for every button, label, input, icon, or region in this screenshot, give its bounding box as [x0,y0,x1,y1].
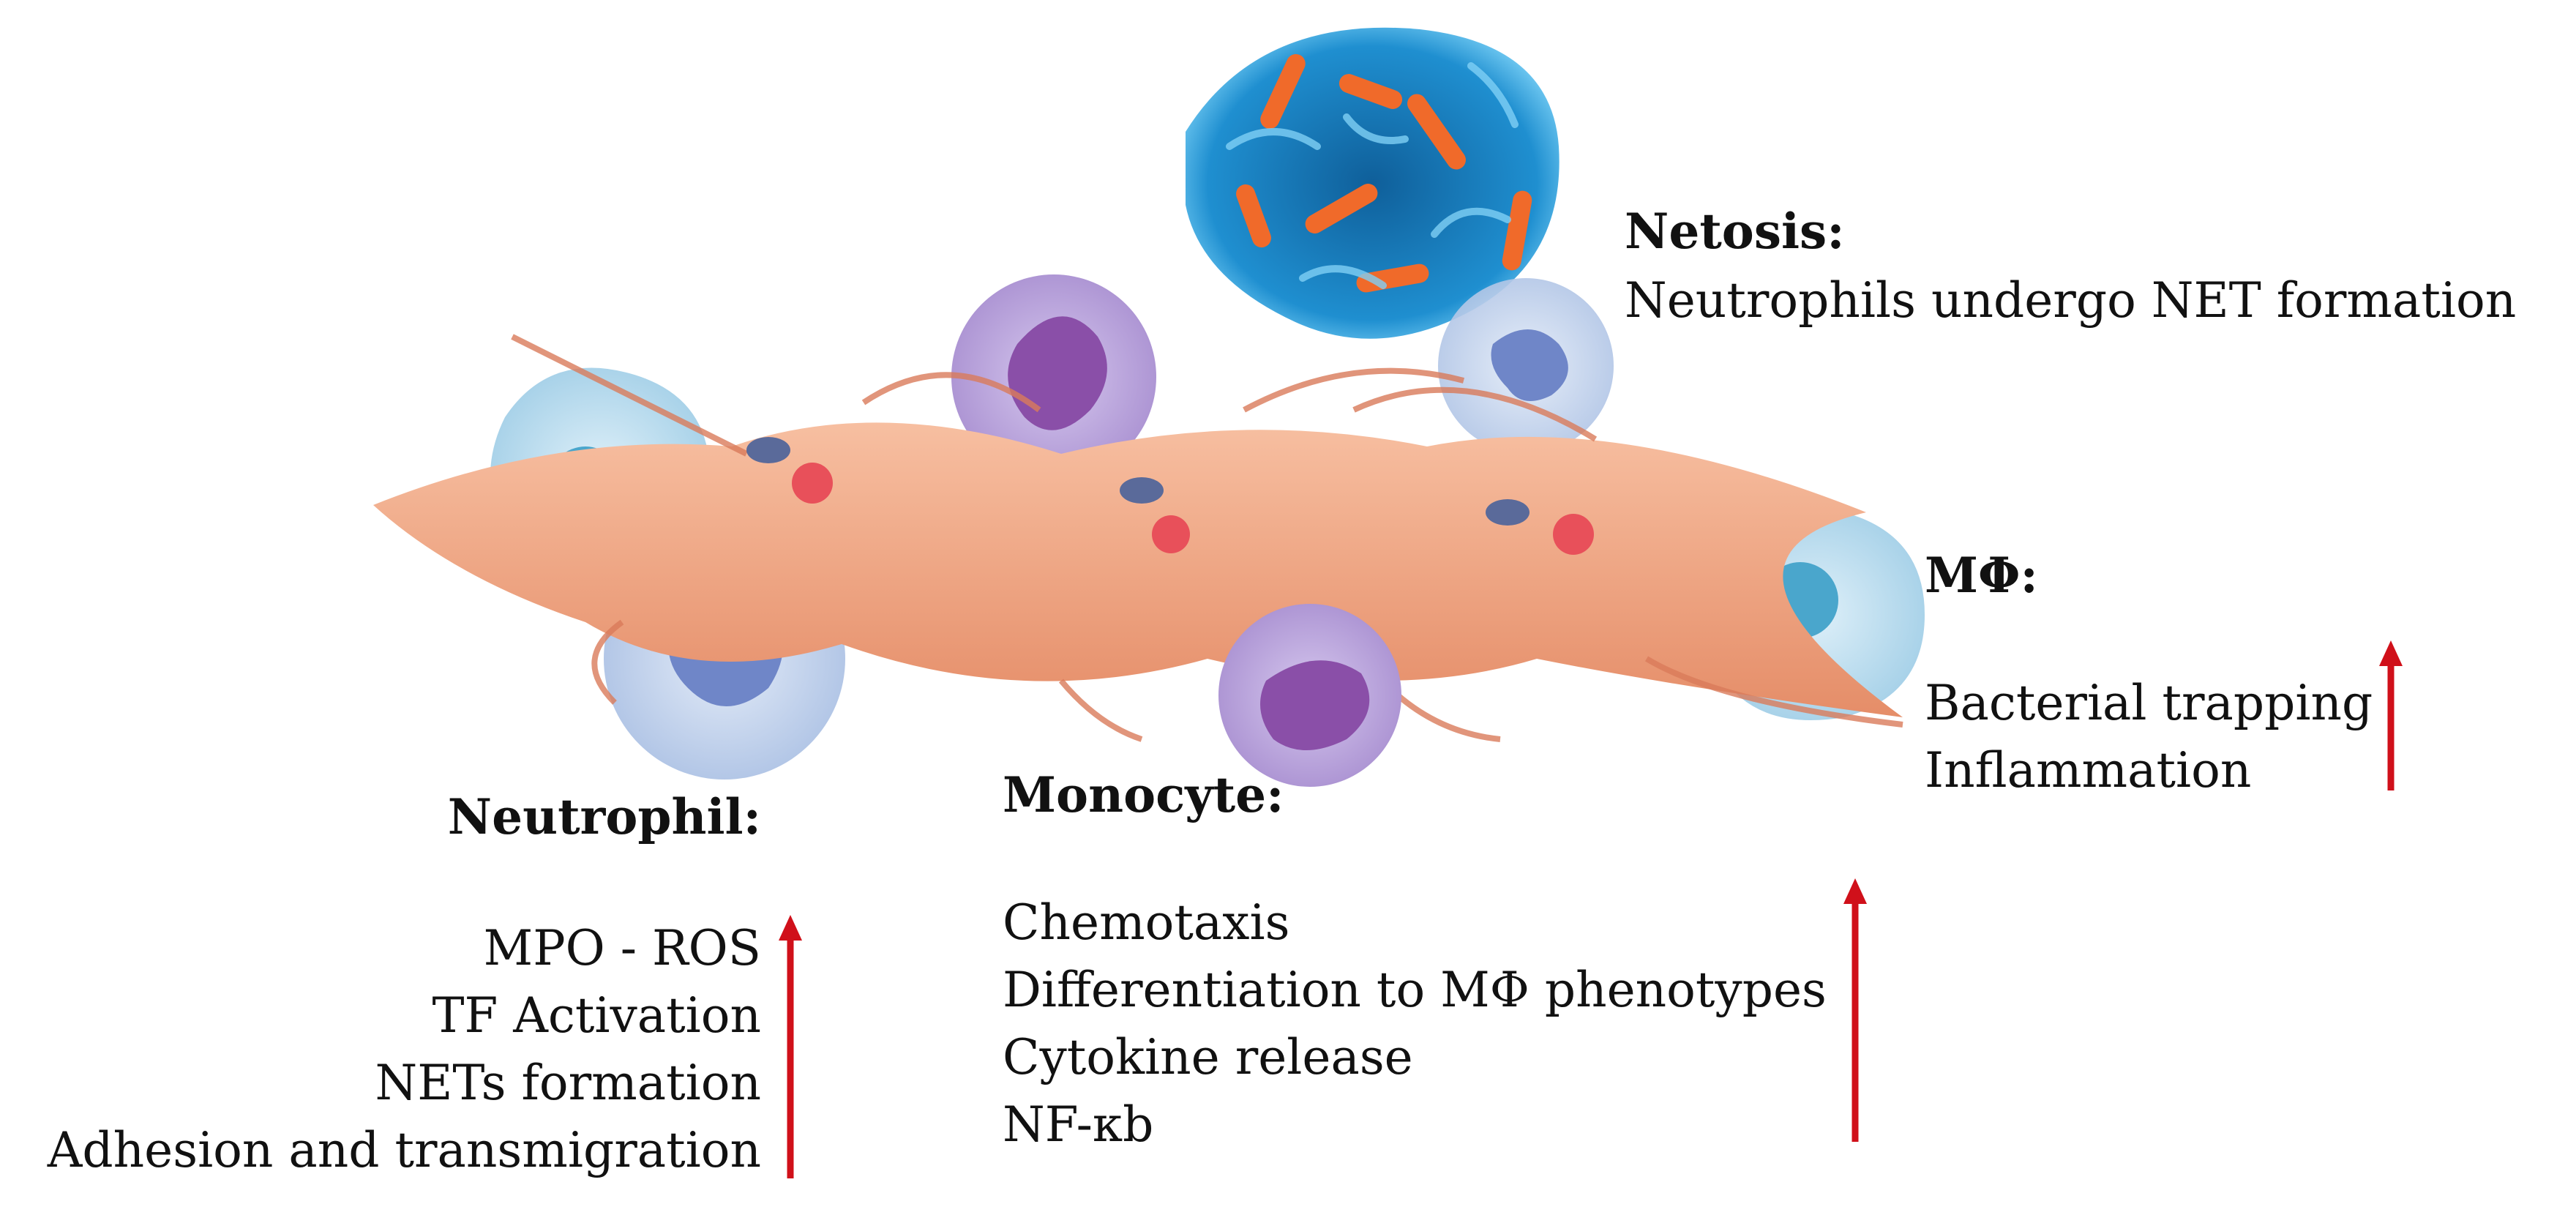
monocyte-item: Differentiation to MΦ phenotypes [1003,962,1827,1018]
monocyte-item: Cytokine release [1003,1029,1413,1085]
neutrophil-item: Adhesion and transmigration [47,1122,761,1178]
monocyte-cell-bottom [1218,604,1401,787]
macrophage-items: Bacterial trapping Inflammation [1925,670,2373,804]
monocyte-items: Chemotaxis Differentiation to MΦ phenoty… [1003,889,1827,1159]
bacteria-cluster [1186,27,1560,339]
monocyte-item: NF-κb [1003,1096,1154,1153]
neutrophil-heading: Neutrophil: [447,788,761,845]
macrophage-item: Bacterial trapping [1925,675,2373,731]
neutrophil-item: TF Activation [432,987,761,1044]
macrophage-increase-arrow-icon [2379,640,2403,790]
endothelial-cells [373,334,1903,742]
neutrophil-increase-arrow-icon [779,915,802,1178]
netosis-heading: Netosis: [1625,203,1845,260]
macrophage-item: Inflammation [1925,742,2252,799]
neutrophil-item: MPO - ROS [483,920,761,976]
monocyte-heading: Monocyte: [1003,766,1284,823]
macrophage-heading: MΦ: [1925,547,2038,604]
netosis-description: Neutrophils undergo NET formation [1625,272,2517,329]
netosis-neutrophil [1438,278,1614,454]
monocyte-increase-arrow-icon [1843,878,1867,1142]
neutrophil-items: MPO - ROS TF Activation NETs formation A… [48,915,761,1184]
monocyte-item: Chemotaxis [1003,894,1290,951]
increase-arrows [779,640,2403,1178]
neutrophil-item: NETs formation [375,1055,761,1111]
